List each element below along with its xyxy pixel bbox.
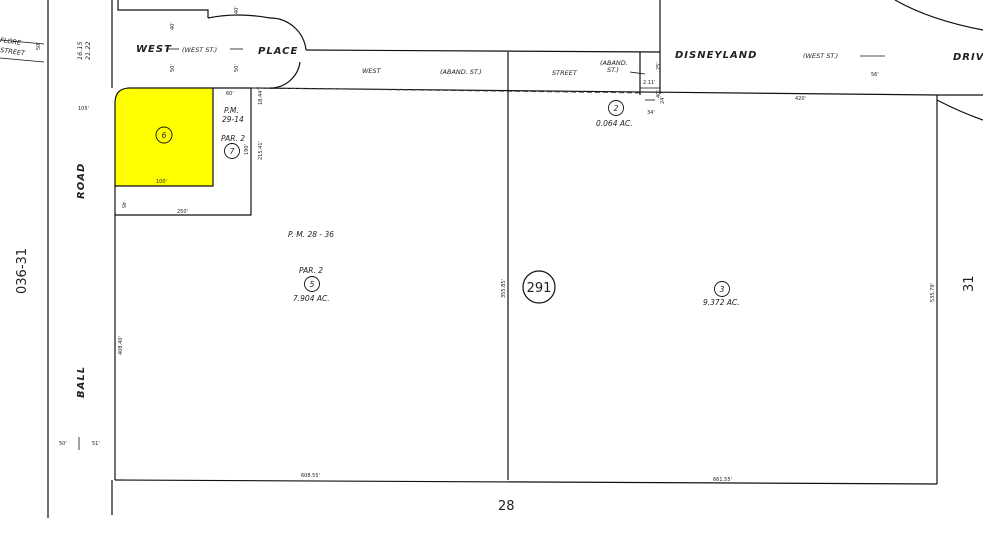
parcel-6-number: 6 — [162, 131, 167, 140]
parcel-7-circle — [224, 143, 240, 159]
dim-40c: 40' — [656, 90, 662, 98]
parcel-7-boundary — [115, 87, 252, 216]
parcel-3-circle — [714, 281, 730, 297]
dim-408: 408.40' — [118, 336, 124, 355]
street-disneyland: DISNEYLAND — [675, 50, 757, 61]
parcel-6-highlight[interactable] — [114, 87, 214, 187]
dim-215: 215.41' — [258, 141, 264, 160]
flore-label-1: FLORE — [0, 36, 22, 47]
flore-street-edge-2 — [0, 39, 45, 45]
parcel-7-ref-1: P.M. — [224, 106, 239, 115]
parcel-3-acreage: 9.372 AC. — [703, 298, 740, 307]
dim-50b: 50' — [170, 64, 176, 72]
dim-355: 355.85' — [501, 279, 507, 298]
flore-street-edge — [0, 57, 45, 63]
parcel-5-ref: P. M. 28 - 36 — [288, 230, 334, 239]
dim-51: 51' — [92, 441, 100, 447]
dim-661: 661.55' — [713, 477, 732, 483]
book-ref-bottom: 28 — [498, 499, 515, 514]
parcel-2-number: 2 — [614, 104, 619, 113]
parcel-5-circle — [304, 276, 320, 292]
dim-50: 50' — [59, 441, 67, 447]
parcel-2-circle — [608, 100, 624, 116]
book-ref-left: 036-31 — [15, 248, 30, 294]
parcel-7-label: PAR. 2 — [221, 134, 245, 143]
book-ref-top-2: 21.22 — [84, 41, 92, 60]
parcel-5-number: 5 — [310, 280, 315, 289]
dim-60: 60' — [226, 91, 234, 97]
dim-40a: 40' — [170, 22, 176, 30]
street-disneyland-west-st: (WEST ST.) — [803, 52, 838, 60]
parcel-5-acreage: 7.904 AC. — [293, 294, 330, 303]
dim-56: 56' — [871, 72, 879, 78]
abandoned-street-line — [250, 87, 641, 94]
dim-100: 100' — [156, 179, 167, 185]
west-place-cul-de-sac — [207, 14, 307, 51]
dim-25: 25' — [656, 62, 662, 70]
dim-34: 34' — [647, 110, 655, 116]
street-street: STREET — [552, 69, 578, 77]
aband-label-2: ST.) — [607, 66, 619, 74]
northeast-curve — [894, 0, 983, 31]
street-west-st: (WEST ST.) — [182, 46, 217, 54]
parcel-3-number: 3 — [720, 285, 725, 294]
street-drive: DRIVE — [953, 52, 983, 63]
street-ball: BALL — [76, 366, 87, 398]
dim-50c: 50' — [234, 64, 240, 72]
dim-50d: 50' — [36, 42, 42, 50]
parcel-7-number: 7 — [230, 147, 235, 156]
west-place-south-curve — [269, 61, 301, 89]
parcel-5-label: PAR. 2 — [299, 266, 323, 275]
dim-250: 250' — [177, 209, 188, 215]
parcel-7-ref-2: 29-14 — [222, 115, 244, 124]
street-place: PLACE — [258, 46, 298, 57]
street-aband: (ABAND. ST.) — [440, 68, 482, 76]
page-number-circle — [522, 270, 556, 304]
book-ref-top-1: 16.15 — [76, 41, 84, 60]
dim-105: 105' — [78, 106, 89, 112]
flore-label-2: STREET — [0, 46, 26, 58]
dim-608: 608.55' — [301, 473, 320, 479]
book-ref-right: 31 — [962, 275, 977, 292]
northwest-boundary — [117, 0, 209, 18]
dim-24: 24' — [660, 96, 666, 104]
leader-line — [629, 71, 646, 75]
aband-label-1: (ABAND. — [600, 59, 628, 67]
east-curve — [936, 99, 983, 121]
west-place-north-edge — [305, 49, 661, 53]
dim-535: 535.79' — [930, 283, 936, 302]
page-number: 291 — [527, 281, 552, 296]
dim-45: 45 — [120, 202, 126, 208]
dim-40b: 40' — [234, 6, 240, 14]
street-west-2: WEST — [362, 67, 382, 75]
parcel-6-circle — [155, 126, 173, 144]
dim-190: 190' — [244, 144, 250, 155]
street-west-1: WEST — [136, 44, 172, 55]
dim-211: 2.11' — [643, 80, 656, 86]
street-road: ROAD — [76, 163, 87, 199]
parcel-2-acreage: 0.064 AC. — [596, 119, 633, 128]
lot-top-boundary — [250, 87, 938, 96]
lot-bottom-boundary — [114, 479, 938, 485]
dim-18: 18.44' — [258, 89, 264, 105]
dim-420: 420' — [795, 96, 806, 102]
